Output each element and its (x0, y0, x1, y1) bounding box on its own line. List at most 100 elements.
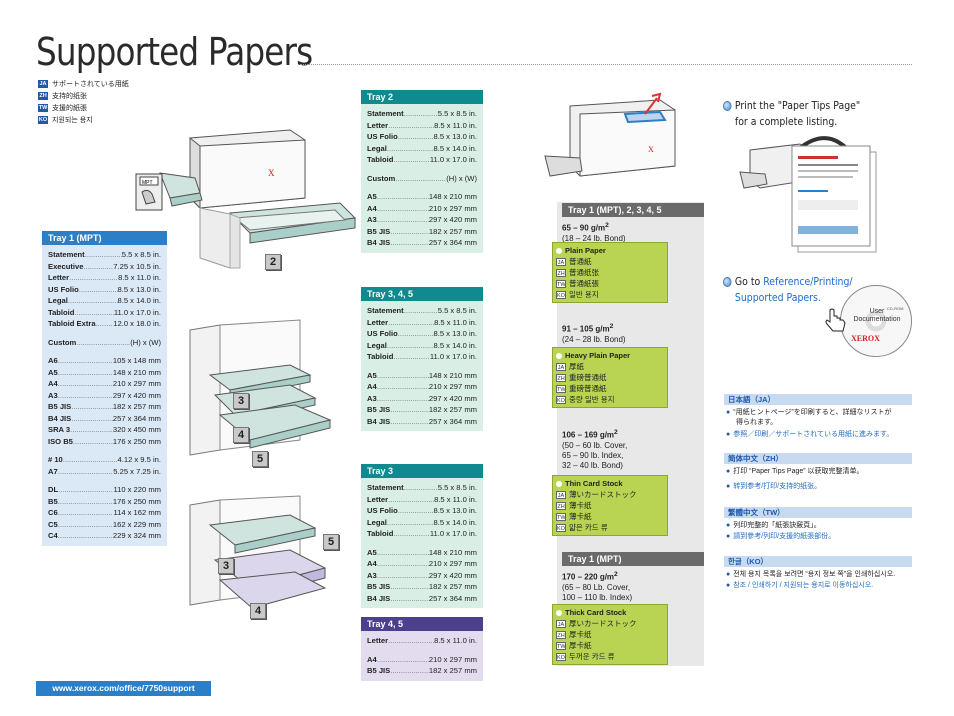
size-value: 182 x 257 mm (428, 226, 477, 236)
dot-leader (388, 317, 434, 329)
dot-leader (70, 424, 113, 436)
callout-tray-3: 3 (233, 393, 249, 409)
dot-leader (58, 390, 113, 402)
size-row: A4210 x 297 mm (367, 381, 477, 393)
lang-ko-line1: ●전체 용지 목록을 보려면 “용지 정보 쪽”을 인쇄하십시오. (726, 570, 895, 580)
dot-leader (377, 570, 429, 582)
tray3-box: Tray 3Statement5.5 x 8.5 in.Letter8.5 x … (361, 464, 483, 608)
size-row: B4 JIS257 x 364 mm (367, 416, 477, 428)
size-name: Letter (367, 636, 389, 645)
lang-text: “用紙ヒントページ”を印刷すると、詳細なリストが (733, 409, 892, 416)
size-row: A3297 x 420 mm (367, 570, 477, 582)
size-value: 5.5 x 8.5 in. (437, 483, 477, 492)
goto-link-part2[interactable]: Supported Papers. (734, 291, 821, 304)
size-row: B5 JIS182 x 257 mm (48, 401, 161, 413)
lang-link[interactable]: 請到參考/列印/支援的紙張部份。 (733, 533, 836, 540)
tray-title: Tray 2 (361, 90, 483, 104)
size-name: # 10 (48, 455, 63, 464)
size-row: A5148 x 210 mm (367, 547, 477, 559)
size-value: 105 x 148 mm (112, 356, 161, 365)
size-value: 210 x 297 mm (428, 382, 477, 391)
size-name: Legal (367, 517, 387, 527)
size-row: A3297 x 420 mm (48, 390, 161, 402)
size-value: 8.5 x 11.0 in. (434, 494, 477, 504)
size-row: US Folio8.5 x 13.0 in. (367, 131, 477, 143)
size-row: Tabloid11.0 x 17.0 in. (367, 154, 477, 166)
support-url[interactable]: www.xerox.com/office/7750support (36, 681, 211, 696)
size-name: A6 (48, 356, 58, 365)
dot-leader (390, 226, 429, 238)
size-row: Legal8.5 x 14.0 in. (367, 340, 477, 352)
callout-tray-2: 2 (265, 254, 281, 270)
dot-leader (390, 593, 429, 605)
size-row: B4 JIS257 x 364 mm (367, 237, 477, 249)
size-value: 11.0 x 17.0 in. (429, 155, 477, 164)
size-name: Legal (367, 143, 387, 153)
size-row: Statement5.5 x 8.5 in. (48, 249, 161, 261)
size-row: B5 JIS182 x 257 mm (367, 404, 477, 416)
mpt-label: MPT (142, 180, 153, 186)
size-name: Statement (367, 483, 404, 492)
size-row: A4 210 x 297 mm (48, 378, 161, 390)
size-value: 182 x 257 mm (428, 582, 477, 591)
size-row: Statement5.5 x 8.5 in. (367, 305, 477, 317)
lang-head-ja: 日本語（JA） (724, 394, 912, 405)
paper-type-tw: 厚卡紙 (569, 641, 592, 650)
size-value: 320 x 450 mm (112, 425, 161, 434)
size-value: 210 x 297 mm (428, 559, 477, 568)
dot-leader (58, 530, 113, 542)
size-name: ISO B5 (48, 436, 73, 446)
size-name: A4 (48, 379, 58, 388)
size-value: 8.5 x 11.0 in. (434, 120, 477, 130)
lang-text: 打印 “Paper Tips Page” 以获取完整清单。 (733, 468, 864, 475)
paper-type-zh: 普通纸张 (569, 268, 599, 277)
cd-subtitle: CD-ROM (887, 306, 904, 311)
size-name: SRA 3 (48, 425, 71, 434)
size-value: 5.5 x 8.5 in. (437, 109, 477, 118)
weight-unit-sup: 2 (614, 429, 618, 436)
lang-link[interactable]: 参照／印刷／サポートされている用紙に進みます。 (733, 431, 894, 438)
mpt-icon: MPT (135, 173, 163, 211)
size-value: 8.5 x 11.0 in. (434, 317, 477, 327)
size-row: A5148 x 210 mm (367, 370, 477, 382)
paper-type-zh: 薄卡纸 (569, 501, 592, 510)
size-name: Letter (367, 120, 389, 130)
size-value: 229 x 324 mm (112, 531, 161, 540)
bullet-icon: ● (726, 571, 731, 578)
lang-link[interactable]: 转到参考/打印/支持的纸张。 (733, 483, 822, 490)
size-value: 210 x 297 mm (428, 203, 477, 213)
size-value: 210 x 297 mm (112, 379, 161, 388)
dot-leader (83, 261, 113, 273)
svg-text:X: X (648, 145, 654, 154)
bullet-icon: ● (726, 522, 731, 529)
size-row: A4210 x 297 mm (367, 654, 477, 666)
svg-text:X: X (268, 168, 275, 178)
size-row: A75.25 x 7.25 in. (48, 466, 161, 478)
lang-tag: JA (556, 490, 566, 499)
group-spacer (48, 330, 161, 337)
lang-tag: ZH (556, 501, 566, 510)
dot-leader (76, 337, 130, 349)
dot-leader (58, 519, 113, 531)
weights-header-all: Tray 1 (MPT), 2, 3, 4, 5 (562, 203, 704, 217)
lang-head-zh: 简体中文（ZH） (724, 453, 912, 464)
dot-leader (398, 328, 434, 340)
tray-size-list: Statement5.5 x 8.5 in.Letter8.5 x 11.0 i… (361, 104, 483, 253)
dot-leader (404, 482, 438, 494)
paper-type-tw: 重磅普通紙 (569, 384, 607, 393)
size-name: B4 JIS (367, 238, 391, 247)
lang-link[interactable]: 참조 / 인쇄하기 / 지원되는 용지로 이동하십시오. (733, 582, 874, 589)
group-spacer (367, 184, 477, 191)
weight-block-2: 91 – 105 g/m2 (24 – 28 lb. Bond) (562, 322, 670, 345)
size-row: Tabloid Extra12.0 x 18.0 in. (48, 318, 161, 330)
weight-block-4: 170 – 220 g/m2 (65 – 80 Lb. Cover, 100 –… (562, 570, 670, 603)
size-row: Letter8.5 x 11.0 in. (48, 272, 161, 284)
size-name: Letter (367, 494, 389, 504)
goto-link-part1[interactable]: Reference/Printing/ (763, 275, 853, 288)
dot-leader (398, 505, 434, 517)
group-spacer (48, 477, 161, 484)
size-row: A3297 x 420 mm (367, 393, 477, 405)
bullet-icon (556, 352, 562, 359)
